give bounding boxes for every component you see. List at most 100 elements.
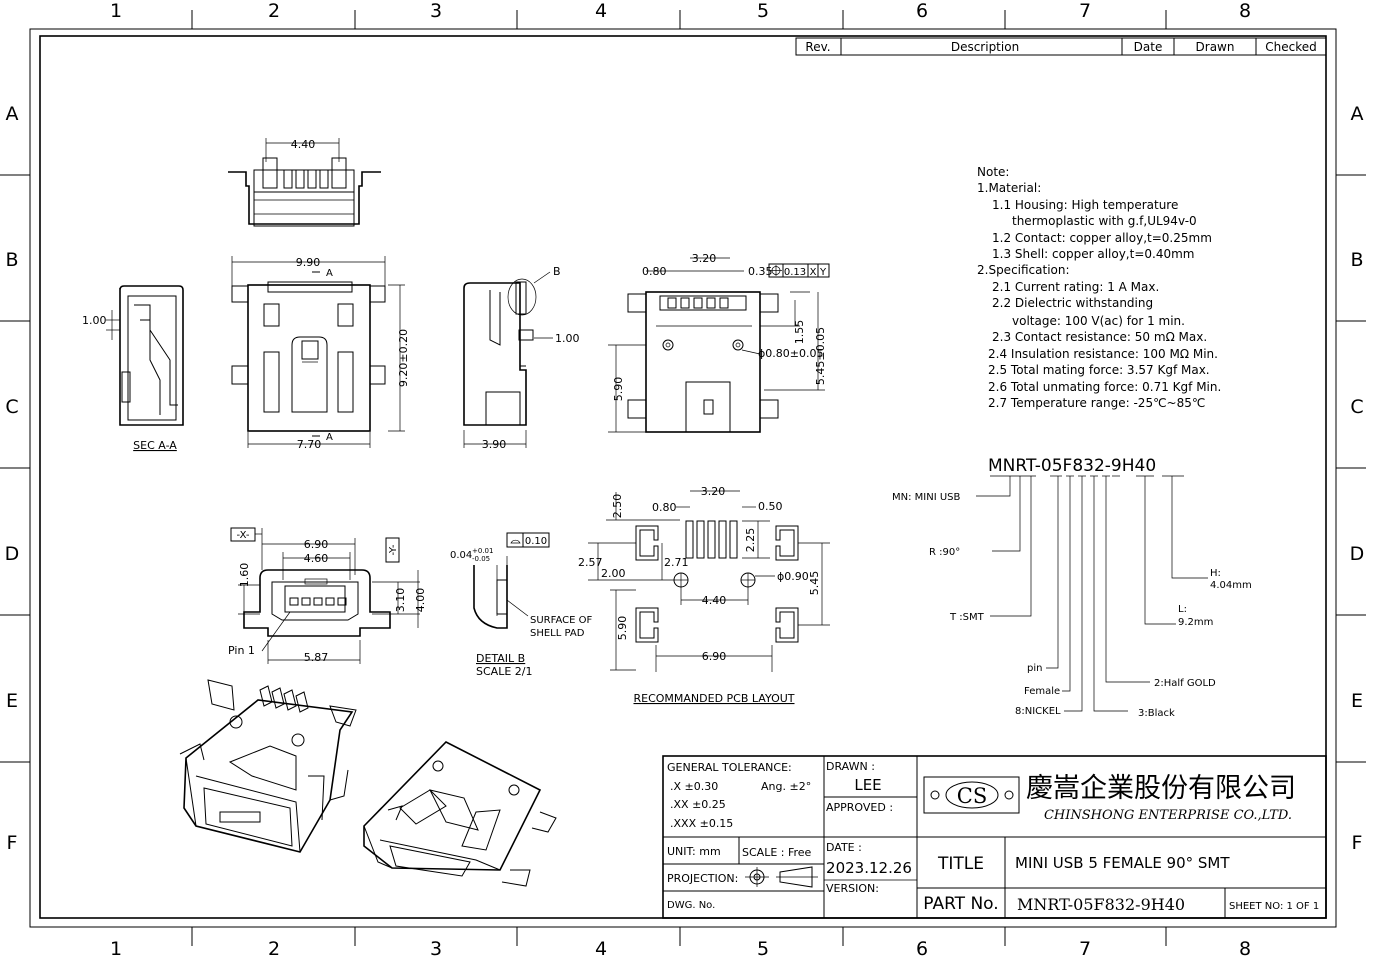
row-label-right: E xyxy=(1351,690,1363,712)
dim-front-920: 9.20±0.20 xyxy=(397,329,410,387)
note-line: 2.1 Current rating: 1 A Max. xyxy=(992,280,1159,294)
dim-bot-545: 5.45±0.05 xyxy=(814,327,827,385)
unit-label: UNIT: mm xyxy=(667,845,721,858)
dim-face-310: 3.10 xyxy=(394,588,407,613)
dim-pcb-200: 2.00 xyxy=(601,567,626,580)
dim-face-690: 6.90 xyxy=(304,538,329,551)
row-label-left: D xyxy=(5,543,20,565)
dim-pcb-050: 0.50 xyxy=(758,500,783,513)
dim-pcb-257: 2.57 xyxy=(578,556,603,569)
dim-side-390: 3.90 xyxy=(482,438,507,451)
col-label-top: 1 xyxy=(110,0,122,22)
pcb-layout-title: RECOMMANDED PCB LAYOUT xyxy=(633,692,794,705)
row-label-right: A xyxy=(1351,103,1364,125)
isometric-view-left xyxy=(179,679,357,853)
title-label: TITLE xyxy=(937,854,984,874)
note-line: 2.3 Contact resistance: 50 mΩ Max. xyxy=(992,330,1207,344)
code-l-value: 9.2mm xyxy=(1178,617,1213,628)
tolerance-title: GENERAL TOLERANCE: xyxy=(667,761,792,774)
front-view: 9.90 A 9.20±0.20 7.70 A xyxy=(231,256,410,451)
dim-front-990: 9.90 xyxy=(296,256,321,269)
col-label-bottom: 1 xyxy=(110,938,122,960)
col-label-bottom: 2 xyxy=(268,938,280,960)
dim-det-tol-plus: +0.01 xyxy=(472,547,493,555)
row-label-right: C xyxy=(1350,396,1363,418)
dim-pcb-440: 4.40 xyxy=(702,594,727,607)
code-female: Female xyxy=(1024,686,1060,697)
note-line: 2.5 Total mating force: 3.57 Kgf Max. xyxy=(988,363,1210,377)
projection-label: PROJECTION: xyxy=(667,872,738,885)
date-header: Date xyxy=(1134,40,1163,54)
section-marker-a: A xyxy=(326,268,333,279)
date-value: 2023.12.26 xyxy=(826,859,912,877)
dim-pcb-080: 0.80 xyxy=(652,501,677,514)
description-header: Description xyxy=(951,40,1019,54)
note-line: 2.2 Dielectric withstanding xyxy=(992,296,1153,310)
row-label-left: E xyxy=(6,690,18,712)
section-a-a-view: 1.00 SEC A-A xyxy=(82,285,184,452)
col-label-top: 3 xyxy=(430,0,442,22)
dim-side-100: 1.00 xyxy=(555,332,580,345)
isometric-view-right xyxy=(363,741,557,887)
code-half-gold: 2:Half GOLD xyxy=(1154,678,1216,689)
dim-pcb-590: 5.90 xyxy=(616,616,629,641)
dim-det-010: 0.10 xyxy=(525,536,547,547)
dim-bot-phi080: ϕ0.80±0.05 xyxy=(758,347,823,360)
dim-pcb-phi090: ϕ0.90 xyxy=(777,570,809,583)
col-label-bottom: 5 xyxy=(757,938,769,960)
code-black: 3:Black xyxy=(1138,708,1175,719)
datum-x-ref: X xyxy=(810,267,817,278)
section-marker-a2: A xyxy=(326,432,333,443)
datum-y-ref: Y xyxy=(819,267,827,278)
dim-face-160: 1.60 xyxy=(238,563,251,588)
note-line: voltage: 100 V(ac) for 1 min. xyxy=(1012,314,1185,328)
col-label-top: 6 xyxy=(916,0,928,22)
top-view: 4.40 xyxy=(228,138,381,227)
dim-pcb-225: 2.25 xyxy=(744,528,757,553)
code-h-label: H: xyxy=(1210,568,1221,579)
sheet-number: SHEET NO: 1 OF 1 xyxy=(1229,901,1319,912)
part-no-label: PART No. xyxy=(923,894,998,914)
row-label-left: F xyxy=(7,832,18,854)
note-line: 2.4 Insulation resistance: 100 MΩ Min. xyxy=(988,347,1218,361)
code-t: T :SMT xyxy=(949,612,985,623)
code-mn: MN: MINI USB xyxy=(892,492,961,503)
date-label: DATE : xyxy=(826,841,862,854)
dim-det-004: 0.04 xyxy=(450,550,472,561)
detail-surface-label-1: SURFACE OF xyxy=(530,615,592,626)
revision-table: Rev. Description Date Drawn Checked xyxy=(795,37,1327,56)
tolerance-x: .X ±0.30 xyxy=(670,780,718,793)
col-label-bottom: 6 xyxy=(916,938,928,960)
detail-marker-b: B xyxy=(553,265,561,278)
tolerance-xx: .XX ±0.25 xyxy=(670,798,726,811)
part-code-breakdown: MNRT-05F832-9H40 MN: MINI USB R :90° T :… xyxy=(892,456,1252,719)
col-label-top: 7 xyxy=(1079,0,1091,22)
detail-b-view: 0.10 0.04 +0.01 -0.05 SURFACE OF SHELL P… xyxy=(450,532,592,678)
dim-face-460: 4.60 xyxy=(304,552,329,565)
col-label-bottom: 3 xyxy=(430,938,442,960)
dim-bot-155: 1.55 xyxy=(793,320,806,345)
code-h-value: 4.04mm xyxy=(1210,580,1252,591)
note-line: 1.1 Housing: High temperature xyxy=(992,198,1178,212)
front-face-view: -X- -Y- 6.90 4.60 1.60 3.10 4.00 Pin 1 xyxy=(228,527,427,664)
logo-text: CS xyxy=(957,784,987,808)
detail-b-title: DETAIL B xyxy=(476,652,525,665)
part-code: MNRT-05F832-9H40 xyxy=(988,456,1156,476)
row-label-left: B xyxy=(5,249,18,271)
rev-header: Rev. xyxy=(805,40,830,54)
col-label-bottom: 8 xyxy=(1239,938,1251,960)
title-block: GENERAL TOLERANCE: .X ±0.30 Ang. ±2° .XX… xyxy=(662,755,1327,919)
row-label-left: A xyxy=(6,103,19,125)
dim-pcb-690: 6.90 xyxy=(702,650,727,663)
dim-bot-590: 5.90 xyxy=(612,377,625,402)
scale-label: SCALE : Free xyxy=(742,846,812,859)
notes-block: Note: 1.Material: 1.1 Housing: High temp… xyxy=(977,165,1221,410)
dim-face-587: 5.87 xyxy=(304,651,329,664)
version-label: VERSION: xyxy=(826,882,879,895)
dwg-no-label: DWG. No. xyxy=(667,900,715,911)
row-label-right: B xyxy=(1350,249,1363,271)
note-line: 2.Specification: xyxy=(977,263,1070,277)
col-label-bottom: 4 xyxy=(595,938,607,960)
col-label-top: 8 xyxy=(1239,0,1251,22)
row-label-right: D xyxy=(1350,543,1365,565)
